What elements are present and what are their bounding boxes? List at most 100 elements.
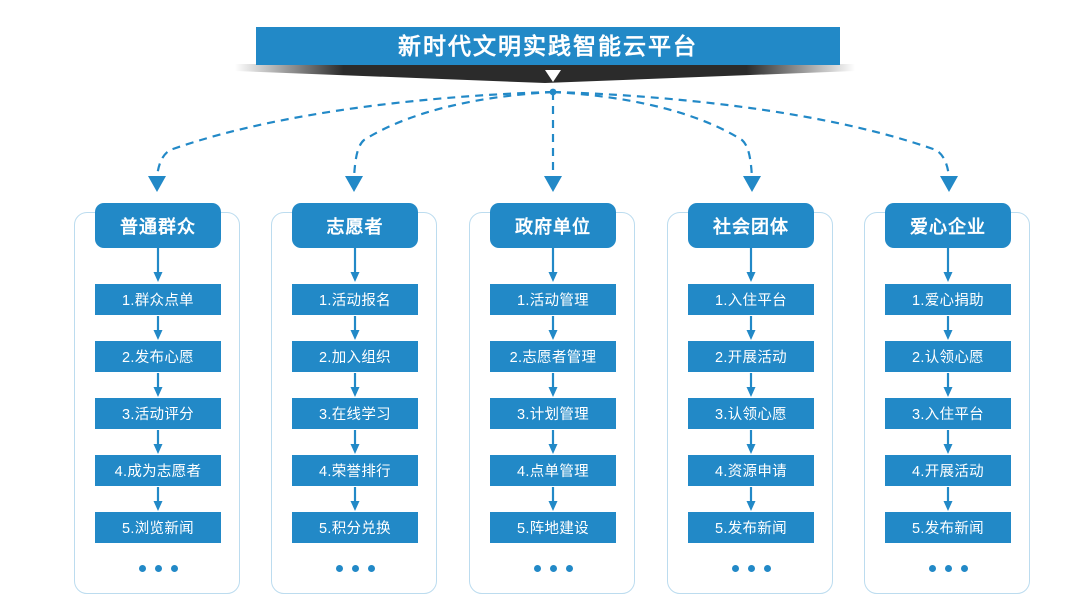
step-label: 5.发布新闻 xyxy=(912,521,984,537)
step-item[interactable]: 4.荣誉排行 xyxy=(292,455,418,486)
dot-icon xyxy=(335,564,343,572)
step-label: 5.发布新闻 xyxy=(715,521,787,537)
column-header-label: 爱心企业 xyxy=(910,216,986,237)
step-arrow-icon xyxy=(746,487,756,511)
page-title: 新时代文明实践智能云平台 xyxy=(398,33,698,59)
step-item[interactable]: 1.活动报名 xyxy=(292,284,418,315)
step-arrow-icon xyxy=(350,316,360,340)
step-item[interactable]: 3.在线学习 xyxy=(292,398,418,429)
column-header-label: 志愿者 xyxy=(326,216,384,237)
dot-icon xyxy=(763,564,771,572)
connector-to-column-2 xyxy=(352,90,554,179)
connector-to-column-4 xyxy=(552,90,754,179)
step-arrow-icon xyxy=(943,373,953,397)
step-item[interactable]: 4.点单管理 xyxy=(490,455,616,486)
step-arrow-icon xyxy=(548,487,558,511)
step-label: 4.开展活动 xyxy=(912,464,984,480)
step-label: 5.浏览新闻 xyxy=(122,521,194,537)
step-arrow-icon xyxy=(350,248,360,282)
column-header-5[interactable]: 爱心企业 xyxy=(885,203,1011,248)
dot-icon xyxy=(351,564,359,572)
step-arrow-icon xyxy=(548,373,558,397)
step-arrow-icon xyxy=(548,248,558,282)
step-label: 4.荣誉排行 xyxy=(319,464,391,480)
step-arrow-icon xyxy=(746,316,756,340)
step-item[interactable]: 3.计划管理 xyxy=(490,398,616,429)
step-item[interactable]: 4.成为志愿者 xyxy=(95,455,221,486)
column-header-2[interactable]: 志愿者 xyxy=(292,203,418,248)
step-arrow-icon xyxy=(943,316,953,340)
dot-icon xyxy=(960,564,968,572)
step-item[interactable]: 2.开展活动 xyxy=(688,341,814,372)
step-item[interactable]: 1.爱心捐助 xyxy=(885,284,1011,315)
step-item[interactable]: 4.资源申请 xyxy=(688,455,814,486)
step-item[interactable]: 5.发布新闻 xyxy=(885,512,1011,543)
step-arrow-icon xyxy=(548,430,558,454)
column-header-3[interactable]: 政府单位 xyxy=(490,203,616,248)
more-indicator[interactable] xyxy=(533,563,573,573)
step-arrow-icon xyxy=(153,430,163,454)
step-item[interactable]: 2.发布心愿 xyxy=(95,341,221,372)
step-item[interactable]: 3.活动评分 xyxy=(95,398,221,429)
connector-to-column-1 xyxy=(155,90,554,179)
column-header-1[interactable]: 普通群众 xyxy=(95,203,221,248)
step-item[interactable]: 2.加入组织 xyxy=(292,341,418,372)
column-items-2: 1.活动报名 2.加入组织 3.在线学习 4.荣誉排行 xyxy=(292,248,418,573)
step-arrow-icon xyxy=(943,430,953,454)
column-items-1: 1.群众点单 2.发布心愿 3.活动评分 4.成为志愿者 xyxy=(95,248,221,573)
step-item[interactable]: 1.群众点单 xyxy=(95,284,221,315)
dot-icon xyxy=(367,564,375,572)
more-indicator[interactable] xyxy=(928,563,968,573)
dot-icon xyxy=(138,564,146,572)
dot-icon xyxy=(928,564,936,572)
step-arrow-icon xyxy=(350,430,360,454)
step-label: 3.认领心愿 xyxy=(715,407,787,423)
step-label: 5.积分兑换 xyxy=(319,521,391,537)
step-label: 5.阵地建设 xyxy=(517,521,589,537)
step-item[interactable]: 2.志愿者管理 xyxy=(490,341,616,372)
step-label: 1.活动报名 xyxy=(319,293,391,309)
step-item[interactable]: 2.认领心愿 xyxy=(885,341,1011,372)
step-arrow-icon xyxy=(350,373,360,397)
platform-banner: 新时代文明实践智能云平台 xyxy=(0,0,1080,100)
step-item[interactable]: 5.积分兑换 xyxy=(292,512,418,543)
step-label: 2.发布心愿 xyxy=(122,350,194,366)
step-arrow-icon xyxy=(350,487,360,511)
step-label: 3.在线学习 xyxy=(319,407,391,423)
connector-to-column-5 xyxy=(552,90,951,179)
step-arrow-icon xyxy=(548,316,558,340)
arrow-down-icon-3 xyxy=(544,176,562,192)
step-item[interactable]: 5.浏览新闻 xyxy=(95,512,221,543)
step-label: 1.爱心捐助 xyxy=(912,293,984,309)
banner-ribbon-shadow xyxy=(235,64,855,83)
step-arrow-icon xyxy=(153,373,163,397)
more-indicator[interactable] xyxy=(138,563,178,573)
step-label: 4.点单管理 xyxy=(517,464,589,480)
step-item[interactable]: 5.阵地建设 xyxy=(490,512,616,543)
column-header-label: 政府单位 xyxy=(515,216,591,237)
step-item[interactable]: 3.认领心愿 xyxy=(688,398,814,429)
step-item[interactable]: 5.发布新闻 xyxy=(688,512,814,543)
step-item[interactable]: 3.入住平台 xyxy=(885,398,1011,429)
step-arrow-icon xyxy=(746,248,756,282)
dot-icon xyxy=(565,564,573,572)
step-arrow-icon xyxy=(746,373,756,397)
arrow-down-icon-5 xyxy=(940,176,958,192)
step-arrow-icon xyxy=(943,487,953,511)
dot-icon xyxy=(533,564,541,572)
step-arrow-icon xyxy=(153,487,163,511)
step-arrow-icon xyxy=(943,248,953,282)
more-indicator[interactable] xyxy=(335,563,375,573)
more-indicator[interactable] xyxy=(731,563,771,573)
dot-icon xyxy=(731,564,739,572)
column-header-4[interactable]: 社会团体 xyxy=(688,203,814,248)
step-label: 2.开展活动 xyxy=(715,350,787,366)
step-label: 3.计划管理 xyxy=(517,407,589,423)
step-item[interactable]: 4.开展活动 xyxy=(885,455,1011,486)
dot-icon xyxy=(549,564,557,572)
step-item[interactable]: 1.活动管理 xyxy=(490,284,616,315)
step-item[interactable]: 1.入住平台 xyxy=(688,284,814,315)
arrow-down-icon-4 xyxy=(743,176,761,192)
